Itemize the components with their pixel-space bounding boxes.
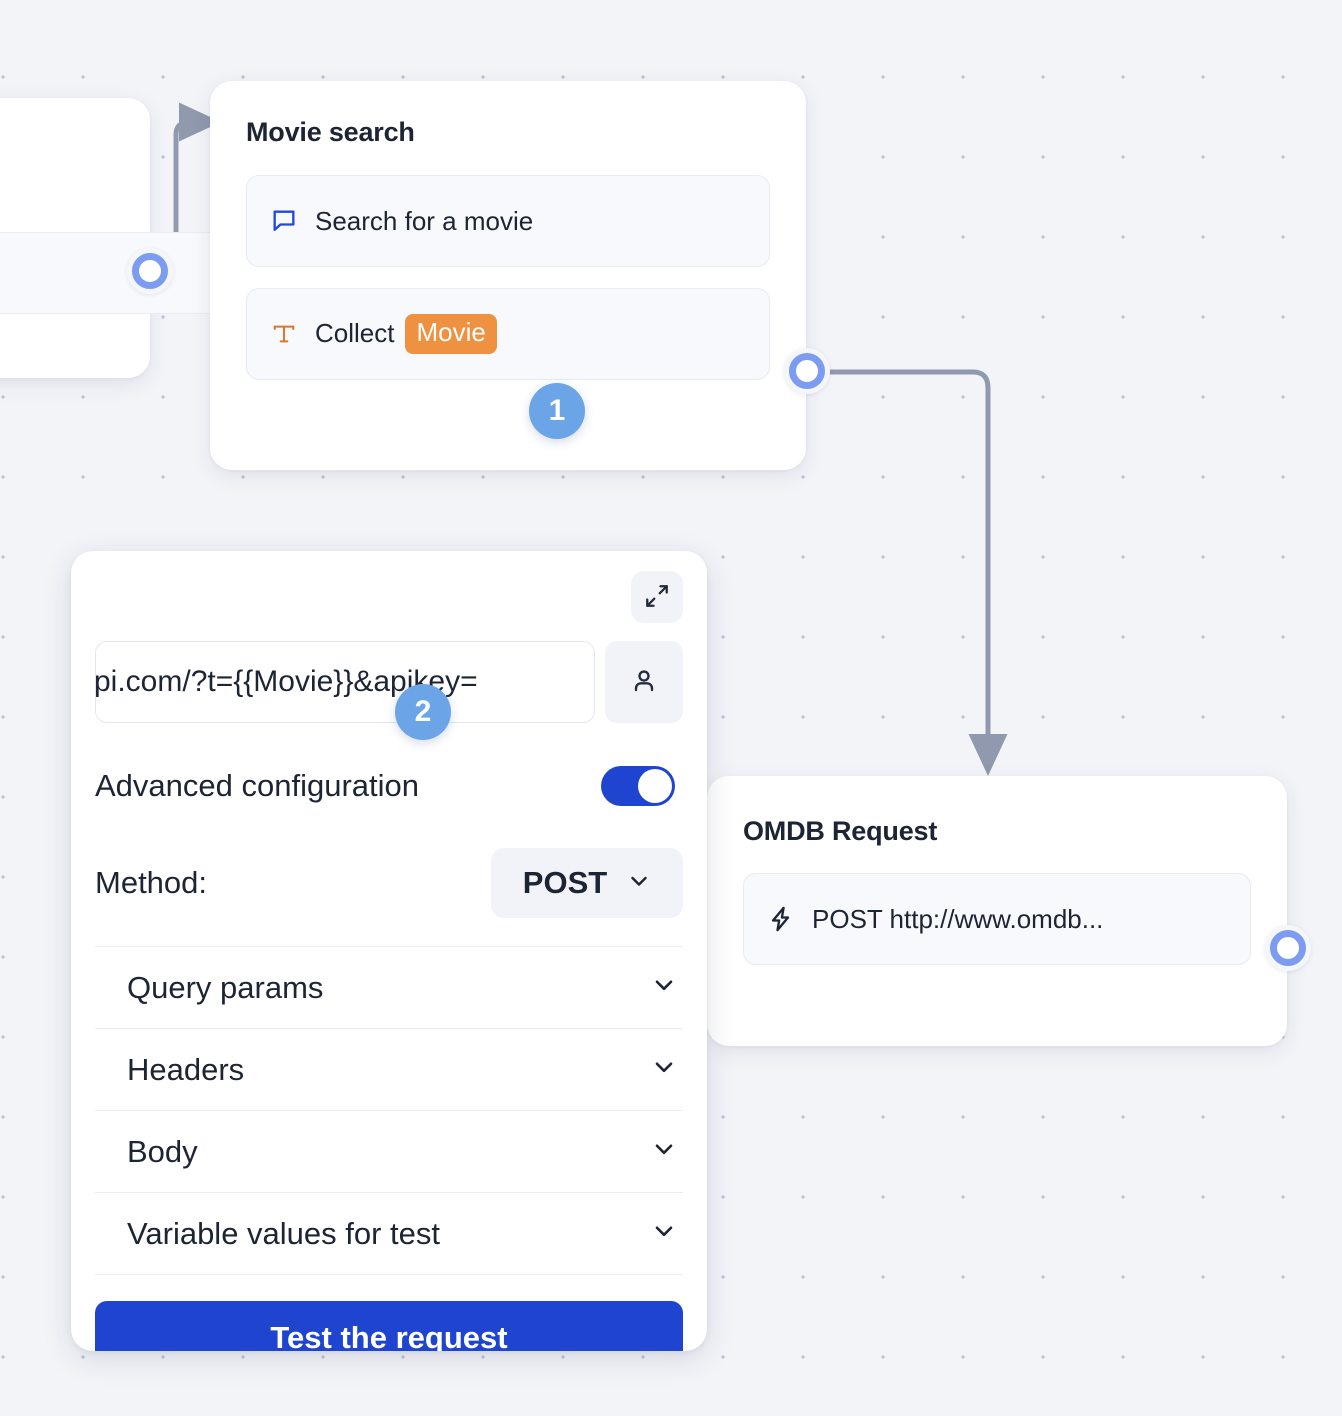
accordion-body[interactable]: Body [95,1111,683,1193]
text-type-icon [269,321,299,347]
method-select[interactable]: POST [491,848,683,918]
accordion-query-params[interactable]: Query params [95,947,683,1029]
expand-panel-button[interactable] [631,571,683,623]
edge-movie-search-to-omdb [825,369,1008,777]
accordion-headers[interactable]: Headers [95,1029,683,1111]
node-movie-search-title: Movie search [246,117,415,147]
auth-user-button[interactable] [605,641,683,723]
node-omdb-title: OMDB Request [743,816,938,846]
accordion-body-label: Body [127,1133,198,1169]
method-row: Method: POST [95,848,683,947]
method-value: POST [522,865,608,900]
request-config-panel[interactable]: pi.com/?t={{Movie}}&apikey= Advanced con… [71,551,707,1351]
node-movie-search-row-search-label: Search for a movie [315,205,534,236]
accordion-variable-values-for-test[interactable]: Variable values for test [95,1193,683,1275]
expand-diagonal-icon [644,583,670,612]
advanced-configuration-toggle[interactable] [601,766,675,806]
node-movie-search-row-search[interactable]: Search for a movie [246,175,770,267]
advanced-configuration-row: Advanced configuration [95,766,683,806]
node-previous-row[interactable] [0,232,230,314]
panel-topbar [95,571,683,623]
url-row: pi.com/?t={{Movie}}&apikey= [95,641,683,723]
speech-bubble-icon [269,207,299,235]
port-movie-search-output[interactable] [784,348,830,394]
port-previous-output[interactable] [127,248,173,294]
person-icon [629,666,659,699]
advanced-configuration-label: Advanced configuration [95,768,420,803]
node-omdb-row-request[interactable]: POST http://www.omdb... [743,873,1251,965]
step-badge-1: 1 [529,383,585,439]
chevron-down-icon [651,1218,677,1249]
chevron-down-icon [651,972,677,1003]
port-omdb-output[interactable] [1265,925,1311,971]
accordion-headers-label: Headers [127,1051,245,1087]
variable-tag-movie[interactable]: Movie [405,314,497,354]
request-url-input[interactable]: pi.com/?t={{Movie}}&apikey= [95,641,595,723]
step-badge-2: 2 [395,684,451,740]
lightning-bolt-icon [766,905,796,933]
accordion-variable-values-for-test-label: Variable values for test [127,1215,441,1251]
node-movie-search-row-collect-label: Collect [315,318,395,349]
node-movie-search[interactable]: Movie search Search for a movie [210,81,806,470]
node-movie-search-row-collect[interactable]: Collect Movie [246,288,770,380]
node-omdb-request[interactable]: OMDB Request POST http://www.omdb... [707,776,1287,1046]
accordion-query-params-label: Query params [127,969,324,1005]
node-omdb-row-request-label: POST http://www.omdb... [812,903,1104,934]
method-label: Method: [95,865,208,900]
node-previous-step[interactable] [0,98,230,378]
chevron-down-icon [627,865,651,901]
chevron-down-icon [651,1054,677,1085]
test-the-request-button[interactable]: Test the request [95,1301,683,1351]
chevron-down-icon [651,1136,677,1167]
